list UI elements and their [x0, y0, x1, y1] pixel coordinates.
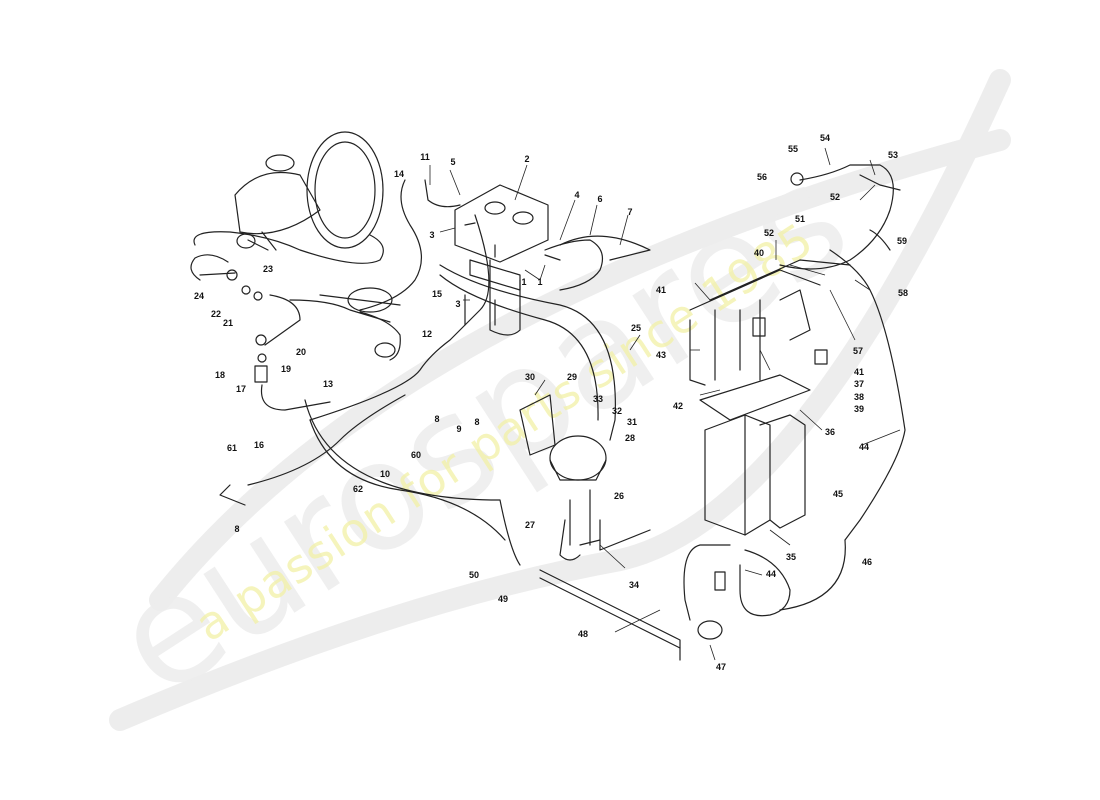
part-label-15: 15 [432, 289, 442, 299]
throttle-body [454, 184, 549, 291]
part-label-33: 33 [593, 394, 603, 404]
part-label-36: 36 [825, 427, 835, 437]
part-label-55: 55 [788, 144, 798, 154]
part-label-57: 57 [853, 346, 863, 356]
part-label-38: 38 [854, 392, 864, 402]
part-label-2: 2 [524, 154, 529, 164]
part-label-37: 37 [854, 379, 864, 389]
part-label-32: 32 [612, 406, 622, 416]
part-label-62: 62 [353, 484, 363, 494]
part-label-23: 23 [263, 264, 273, 274]
part-label-59: 59 [897, 236, 907, 246]
part-label-44: 44 [766, 569, 776, 579]
part-label-54: 54 [820, 133, 830, 143]
part-label-53: 53 [888, 150, 898, 160]
part-label-26: 26 [614, 491, 624, 501]
part-label-8: 8 [434, 414, 439, 424]
part-label-22: 22 [211, 309, 221, 319]
part-label-52: 52 [830, 192, 840, 202]
vapour-canister [519, 394, 607, 546]
part-label-11: 11 [420, 152, 430, 162]
part-label-52: 52 [764, 228, 774, 238]
part-label-29: 29 [567, 372, 577, 382]
part-label-14: 14 [394, 169, 404, 179]
part-label-43: 43 [656, 350, 666, 360]
part-label-61: 61 [227, 443, 237, 453]
part-label-39: 39 [854, 404, 864, 414]
part-label-40: 40 [754, 248, 764, 258]
part-label-21: 21 [223, 318, 233, 328]
part-label-18: 18 [215, 370, 225, 380]
part-label-17: 17 [236, 384, 246, 394]
part-label-28: 28 [625, 433, 635, 443]
part-label-10: 10 [380, 469, 390, 479]
part-label-3: 3 [429, 230, 434, 240]
part-label-49: 49 [498, 594, 508, 604]
part-label-44: 44 [859, 442, 869, 452]
part-label-9: 9 [456, 424, 461, 434]
part-label-50: 50 [469, 570, 479, 580]
part-label-30: 30 [525, 372, 535, 382]
charcoal-canisters [689, 259, 851, 536]
part-label-41: 41 [656, 285, 666, 295]
part-label-8: 8 [474, 417, 479, 427]
part-label-51: 51 [795, 214, 805, 224]
part-label-16: 16 [254, 440, 264, 450]
part-label-25: 25 [631, 323, 641, 333]
part-label-20: 20 [296, 347, 306, 357]
part-label-58: 58 [898, 288, 908, 298]
part-label-35: 35 [786, 552, 796, 562]
brake-booster [234, 131, 384, 251]
part-label-47: 47 [716, 662, 726, 672]
part-label-41: 41 [854, 367, 864, 377]
part-label-27: 27 [525, 520, 535, 530]
part-label-45: 45 [833, 489, 843, 499]
part-label-12: 12 [422, 329, 432, 339]
part-label-1: 1 [537, 277, 542, 287]
part-label-8: 8 [234, 524, 239, 534]
part-label-24: 24 [194, 291, 204, 301]
fuel-filter [697, 620, 723, 640]
part-label-60: 60 [411, 450, 421, 460]
filler-cap [790, 172, 804, 186]
part-label-19: 19 [281, 364, 291, 374]
part-label-3: 3 [455, 299, 460, 309]
part-label-42: 42 [673, 401, 683, 411]
part-label-5: 5 [450, 157, 455, 167]
part-label-31: 31 [627, 417, 637, 427]
part-label-6: 6 [597, 194, 602, 204]
part-label-56: 56 [757, 172, 767, 182]
part-label-4: 4 [574, 190, 579, 200]
part-label-1: 1 [521, 277, 526, 287]
part-label-46: 46 [862, 557, 872, 567]
part-label-7: 7 [627, 207, 632, 217]
part-label-48: 48 [578, 629, 588, 639]
part-label-13: 13 [323, 379, 333, 389]
part-label-34: 34 [629, 580, 639, 590]
